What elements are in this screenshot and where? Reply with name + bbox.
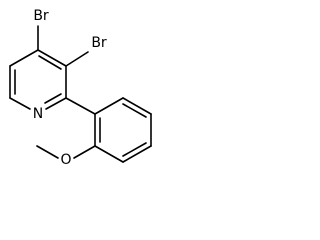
atom-label-br-right: Br bbox=[91, 35, 107, 51]
double-bond-c2-n1 bbox=[44, 93, 62, 104]
atom-label-br-top: Br bbox=[33, 8, 49, 24]
atom-label-oxygen: O bbox=[60, 152, 71, 168]
bond-c4-c5 bbox=[9, 49, 39, 67]
atom-label-nitrogen: N bbox=[33, 106, 43, 122]
bond-ph4-ph5 bbox=[122, 145, 152, 163]
bond-ph1-ph2 bbox=[94, 97, 124, 115]
phenyl-ring bbox=[94, 97, 152, 163]
double-bond-ph4-ph5 bbox=[122, 142, 147, 157]
bond-ph2-ph3 bbox=[122, 97, 152, 115]
pyridine-ring bbox=[9, 49, 67, 110]
bond-c3-br bbox=[65, 51, 89, 67]
molecule-structure-diagram: Br Br N O bbox=[9, 8, 152, 168]
bond-oxygen-methyl bbox=[36, 145, 59, 159]
bond-c6-n1 bbox=[9, 97, 31, 110]
bond-ph5-ph6 bbox=[94, 145, 124, 163]
double-bond-ph2-ph3 bbox=[122, 103, 147, 118]
bond-c2-phenyl bbox=[65, 97, 96, 115]
double-bond-c3-c4 bbox=[38, 55, 62, 70]
bond-n1-c2 bbox=[45, 97, 67, 110]
bond-ph6-oxygen bbox=[73, 145, 96, 159]
bond-c3-c4 bbox=[37, 49, 67, 67]
